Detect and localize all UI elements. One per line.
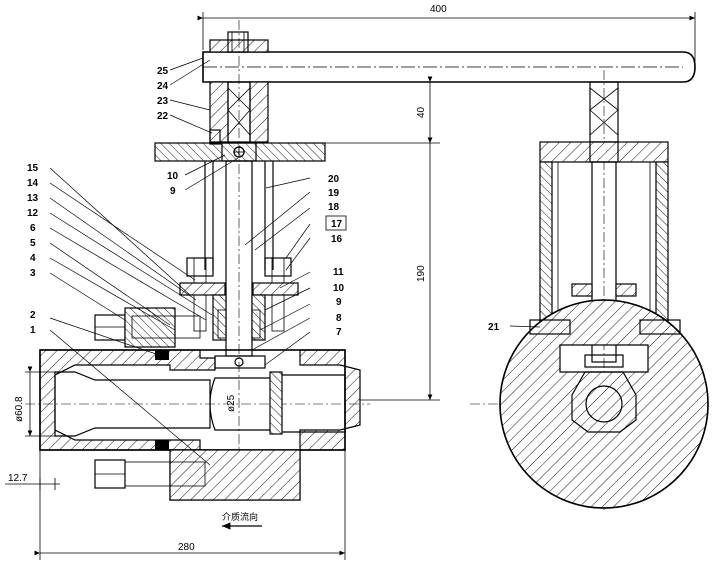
part-11: 11 [333, 267, 344, 278]
dim-ball-diameter: ø25 [226, 394, 237, 412]
part-10-upper: 10 [167, 171, 179, 182]
part-22: 22 [157, 111, 169, 122]
part-14: 14 [27, 178, 39, 189]
part-24: 24 [157, 81, 169, 92]
side-view [470, 70, 709, 510]
part-1: 1 [30, 325, 36, 336]
part-15: 15 [27, 163, 39, 174]
dim-body-length: 280 [178, 542, 195, 553]
dim-stem-height: 190 [416, 265, 427, 282]
part-18: 18 [328, 202, 340, 213]
bonnet [179, 282, 299, 341]
yoke-legs [204, 161, 274, 270]
part-16: 16 [331, 234, 343, 245]
part-19: 19 [328, 188, 340, 199]
valve-stem [225, 20, 253, 500]
part-8: 8 [336, 313, 342, 324]
valve-body [25, 349, 370, 501]
flow-direction-arrow: 介质流向 [222, 511, 262, 530]
side-bolt-upper [94, 307, 201, 348]
part-7: 7 [336, 327, 342, 338]
side-bolt-lower [94, 350, 206, 489]
yoke-flange [154, 129, 326, 162]
handle-lever [202, 51, 696, 83]
leader-lines [49, 57, 541, 466]
part-23: 23 [157, 96, 169, 107]
dim-handle-length: 400 [430, 4, 447, 15]
ball [209, 355, 283, 435]
dim-handle-offset: 40 [416, 106, 427, 118]
part-9-upper: 9 [170, 186, 176, 197]
dimension-lines [5, 12, 696, 560]
part-20: 20 [328, 174, 340, 185]
part-17: 17 [331, 219, 343, 230]
part-13: 13 [27, 193, 39, 204]
part-2: 2 [30, 310, 36, 321]
part-21: 21 [488, 322, 500, 333]
part-4: 4 [30, 253, 36, 264]
part-5: 5 [30, 238, 36, 249]
dim-port-diameter: ø60.8 [14, 396, 25, 422]
part-3: 3 [30, 268, 36, 279]
part-9-lower: 9 [336, 297, 342, 308]
part-12: 12 [27, 208, 39, 219]
part-10-lower: 10 [333, 283, 345, 294]
part-6: 6 [30, 223, 36, 234]
dim-flange-thickness: 12.7 [8, 473, 28, 484]
flow-direction-label: 介质流向 [222, 511, 258, 522]
part-25: 25 [157, 66, 169, 77]
part-labels: 25 24 23 22 10 9 20 19 18 17 16 11 10 9 … [27, 66, 500, 338]
